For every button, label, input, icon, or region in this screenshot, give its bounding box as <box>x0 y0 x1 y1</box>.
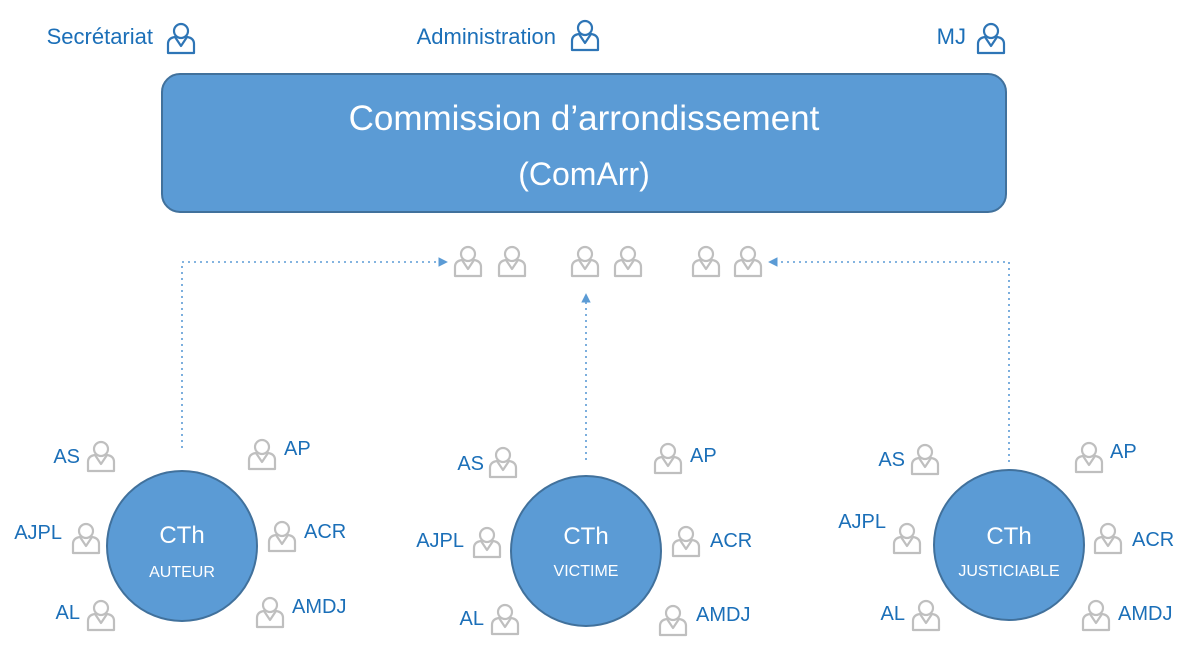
person-icon <box>570 245 600 278</box>
cell-subtitle: JUSTICIABLE <box>958 563 1059 580</box>
member-label: AS <box>53 446 80 468</box>
member-ajpl: AJPL <box>838 511 922 555</box>
member-ap: AP <box>653 442 717 475</box>
member-ajpl: AJPL <box>14 522 101 555</box>
member-label: AMDJ <box>1118 603 1172 625</box>
person-icon <box>671 525 701 558</box>
commission-abbr: (ComArr) <box>518 156 650 192</box>
cell-title: CTh <box>563 523 608 550</box>
member-label: AJPL <box>14 522 62 544</box>
connector-auteur <box>181 257 448 448</box>
member-label: AS <box>457 453 484 475</box>
member-as: AS <box>53 440 116 473</box>
commission-box: Commission d’arrondissement (ComArr) <box>161 73 1007 213</box>
person-icon <box>247 438 277 471</box>
person-icon <box>570 19 600 52</box>
member-ajpl: AJPL <box>416 526 502 559</box>
member-label: AS <box>878 449 905 471</box>
person-icon <box>453 245 483 278</box>
person-icon <box>255 596 285 629</box>
cell-subtitle: AUTEUR <box>149 564 215 581</box>
cell-circle <box>510 475 662 627</box>
person-icon <box>910 443 940 476</box>
cell-title: CTh <box>159 522 204 549</box>
cell-auteur: CTh AUTEUR AS AJPL AL AP ACR AMDJ <box>14 438 346 632</box>
member-amdj: AMDJ <box>255 596 346 629</box>
person-icon <box>86 440 116 473</box>
member-acr: ACR <box>267 520 346 553</box>
member-label: AMDJ <box>292 596 346 618</box>
member-acr: ACR <box>1093 522 1174 555</box>
member-label: AP <box>284 438 311 460</box>
member-ap: AP <box>247 438 311 471</box>
member-label: AJPL <box>416 530 464 552</box>
member-acr: ACR <box>671 525 752 558</box>
top-roles: Secrétariat Administration MJ <box>47 19 1006 55</box>
person-icon <box>691 245 721 278</box>
member-as: AS <box>878 443 940 476</box>
member-label: AP <box>1110 441 1137 463</box>
member-amdj: AMDJ <box>658 604 750 637</box>
member-label: AMDJ <box>696 604 750 626</box>
cell-circle <box>933 469 1085 621</box>
person-icon <box>267 520 297 553</box>
commission-rect <box>161 73 1007 213</box>
representatives-group <box>453 245 763 278</box>
role-label-mj: MJ <box>937 24 966 49</box>
member-amdj: AMDJ <box>1081 599 1172 632</box>
person-icon <box>166 22 196 55</box>
cell-justiciable: CTh JUSTICIABLE AS AJPL AL AP ACR AMDJ <box>838 441 1174 632</box>
person-icon <box>613 245 643 278</box>
member-ap: AP <box>1074 441 1137 474</box>
cell-circle <box>106 470 258 622</box>
connectors <box>181 257 1010 462</box>
person-icon <box>86 599 116 632</box>
cell-title: CTh <box>986 523 1031 550</box>
member-label: AL <box>56 602 80 624</box>
person-icon <box>733 245 763 278</box>
cell-victime: CTh VICTIME AS AJPL AL AP ACR AMDJ <box>416 442 752 637</box>
commission-title: Commission d’arrondissement <box>349 99 820 138</box>
member-label: AP <box>690 445 717 467</box>
member-as: AS <box>457 446 518 479</box>
member-al: AL <box>460 603 520 636</box>
person-icon <box>490 603 520 636</box>
member-label: ACR <box>304 521 346 543</box>
person-icon <box>488 446 518 479</box>
role-label-secretariat: Secrétariat <box>47 24 153 49</box>
person-icon <box>892 522 922 555</box>
person-icon <box>653 442 683 475</box>
person-icon <box>1093 522 1123 555</box>
person-icon <box>1081 599 1111 632</box>
member-label: ACR <box>710 530 752 552</box>
member-label: ACR <box>1132 529 1174 551</box>
member-label: AL <box>881 603 905 625</box>
role-label-administration: Administration <box>417 24 556 49</box>
member-label: AL <box>460 608 484 630</box>
person-icon <box>472 526 502 559</box>
member-al: AL <box>881 599 941 632</box>
member-al: AL <box>56 599 116 632</box>
member-label: AJPL <box>838 511 886 533</box>
person-icon <box>1074 441 1104 474</box>
person-icon <box>658 604 688 637</box>
cell-subtitle: VICTIME <box>554 563 619 580</box>
connector-justiciable <box>768 257 1010 462</box>
person-icon <box>976 22 1006 55</box>
person-icon <box>497 245 527 278</box>
person-icon <box>911 599 941 632</box>
person-icon <box>71 522 101 555</box>
